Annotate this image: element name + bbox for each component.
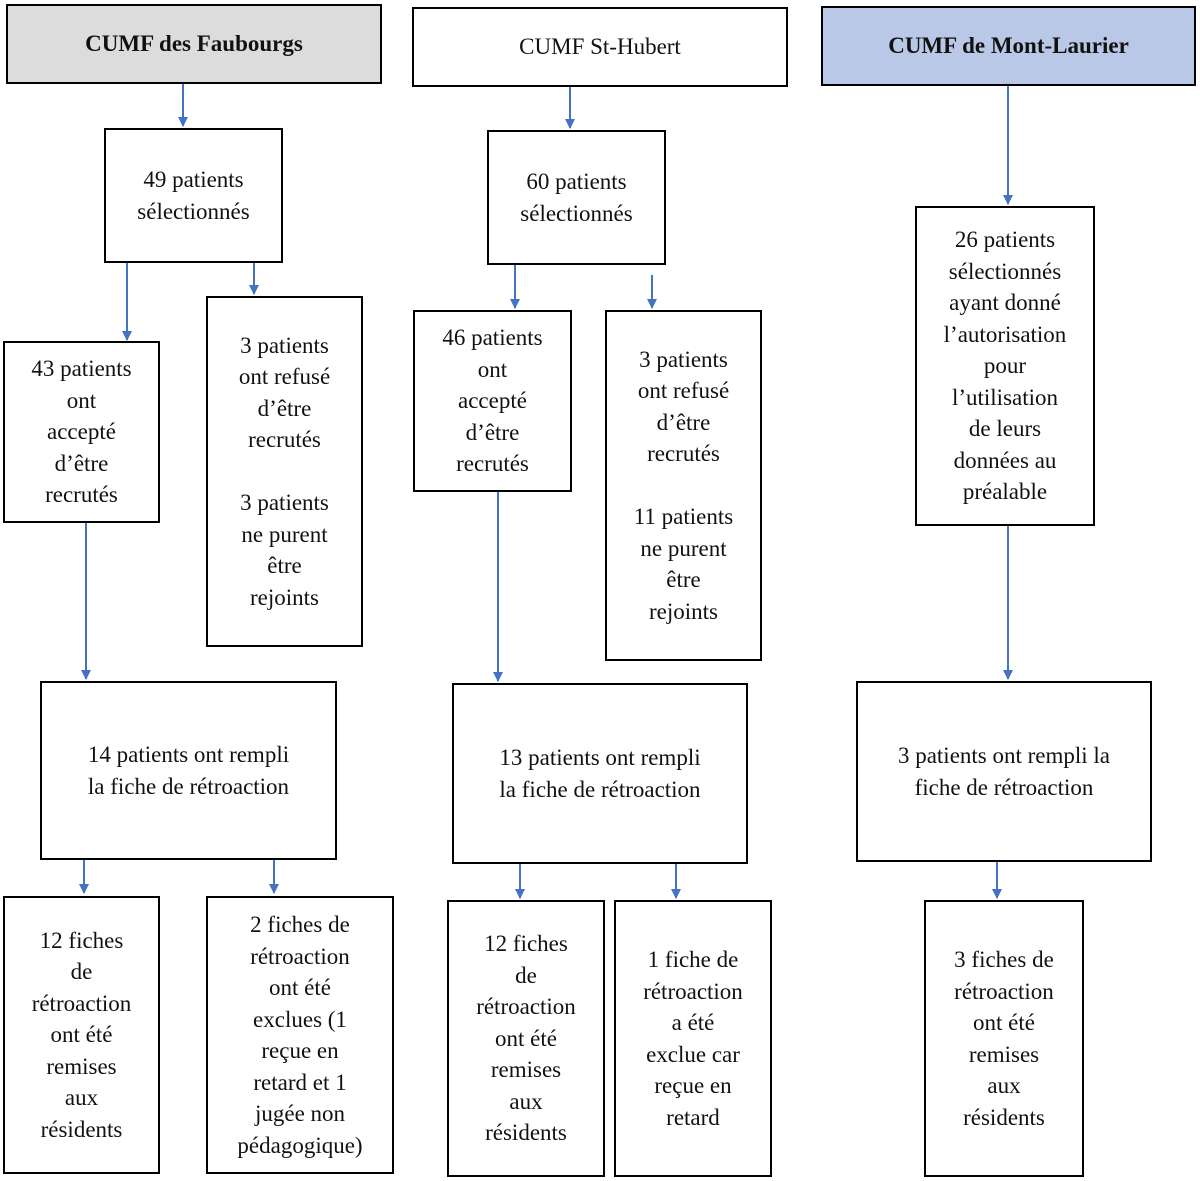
- c3-delivered-box: 3 fiches de rétroaction ont été remises …: [924, 900, 1084, 1177]
- c3-feedback-box: 3 patients ont rempli la fiche de rétroa…: [856, 681, 1152, 862]
- c1-delivered-box: 12 fiches de rétroaction ont été remises…: [3, 896, 160, 1174]
- c3-selected-box: 26 patients sélectionnés ayant donné l’a…: [915, 206, 1095, 526]
- c2-excluded-box: 1 fiche de rétroaction a été exclue car …: [614, 900, 772, 1177]
- c2-delivered-box: 12 fiches de rétroaction ont été remises…: [447, 900, 605, 1177]
- c1-feedback-box: 14 patients ont rempli la fiche de rétro…: [40, 681, 337, 860]
- header-cumf-faubourgs: CUMF des Faubourgs: [6, 4, 382, 84]
- c1-selected-box: 49 patients sélectionnés: [104, 128, 283, 263]
- c1-excluded-box: 2 fiches de rétroaction ont été exclues …: [206, 896, 394, 1174]
- header-cumf-mont-laurier: CUMF de Mont-Laurier: [821, 6, 1196, 86]
- header-cumf-st-hubert: CUMF St-Hubert: [412, 7, 788, 87]
- c2-feedback-box: 13 patients ont rempli la fiche de rétro…: [452, 683, 748, 864]
- c2-refused-box: 3 patients ont refusé d’être recrutés 11…: [605, 310, 762, 661]
- c2-accepted-box: 46 patients ont accepté d’être recrutés: [413, 310, 572, 492]
- c1-refused-box: 3 patients ont refusé d’être recrutés 3 …: [206, 296, 363, 647]
- c1-accepted-box: 43 patients ont accepté d’être recrutés: [3, 341, 160, 523]
- c2-selected-box: 60 patients sélectionnés: [487, 130, 666, 265]
